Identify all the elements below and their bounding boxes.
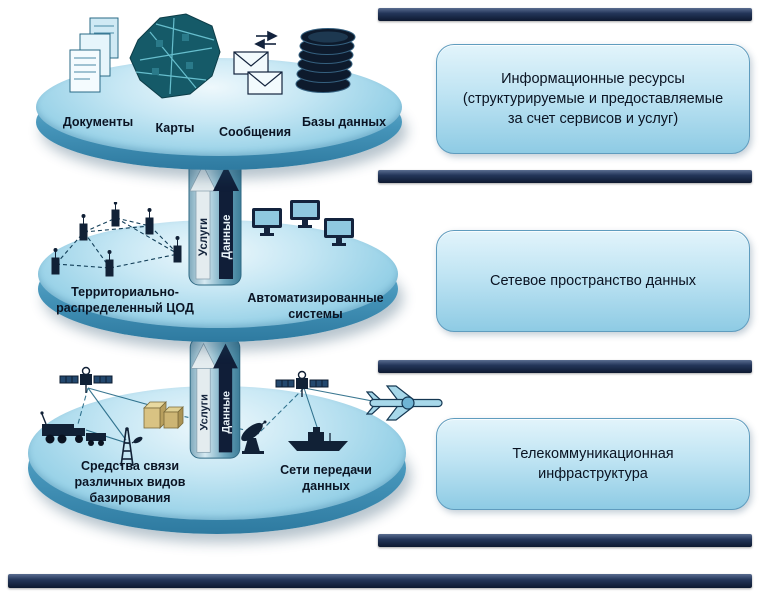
services-arrow-up-icon: Услуги [189, 164, 217, 280]
disk-label-messages: Сообщения [218, 125, 292, 139]
callout-information-resources-text: Информационные ресурсы (структурируемые … [462, 70, 724, 128]
vehicles-icon [40, 411, 106, 446]
divider-bar-3 [378, 360, 752, 373]
datacenter-network-icon [51, 202, 182, 277]
divider-bar-2 [378, 170, 752, 183]
buildings-icon [143, 401, 184, 429]
airplane-icon [366, 385, 443, 421]
data-arrow-up-icon: Данные [213, 343, 238, 453]
divider-bar-4 [378, 534, 752, 547]
callout-network-space-text: Сетевое пространство данных [489, 272, 697, 289]
pillar-data-label: Данные [220, 391, 232, 434]
callout-information-resources: Информационные ресурсы (структурируемые … [436, 44, 750, 154]
callout-telecom-infrastructure-text: Телекоммуникационная инфраструктура [512, 445, 674, 482]
disk-label-data-networks: Сети передачи данных [280, 463, 372, 493]
documents-icon [69, 17, 119, 93]
satellite-icon [59, 366, 113, 393]
pillar-services-label: Услуги [198, 218, 210, 256]
divider-bar-1 [378, 8, 752, 21]
callout-network-space: Сетевое пространство данных [436, 230, 750, 332]
pillar-services-label: Услуги [198, 394, 210, 430]
satellite-icon [275, 370, 329, 397]
map-icon [129, 13, 221, 99]
radar-dish-icon [241, 420, 267, 454]
ship-icon [288, 427, 348, 451]
services-arrow-up-icon: Услуги [190, 342, 217, 453]
disk-label-datacenter: Территориально-распределенный ЦОД [56, 285, 194, 315]
callout-telecom-infrastructure: Телекоммуникационная инфраструктура [436, 418, 750, 510]
disk-label-documents: Документы [62, 115, 134, 129]
antenna-tower-icon [120, 427, 143, 467]
services-data-pillar: Услуги Данные [189, 337, 241, 459]
disk-resources: Документы Карты Сообщения Базы данных [36, 13, 402, 170]
pillar-data-label: Данные [221, 215, 233, 260]
workstations-icon [252, 200, 354, 246]
messages-icon [233, 30, 283, 95]
database-icon [295, 28, 356, 93]
disk-label-automated-systems: Автоматизированные системы [247, 291, 384, 321]
data-arrow-up-icon: Данные [213, 165, 239, 279]
services-data-pillar: Услуги Данные [188, 158, 242, 286]
disk-label-databases: Базы данных [301, 115, 387, 129]
disk-label-maps: Карты [155, 121, 195, 135]
bottom-bar [8, 574, 752, 588]
disk-label-comms: Средства связи различных видов базирован… [74, 459, 186, 505]
